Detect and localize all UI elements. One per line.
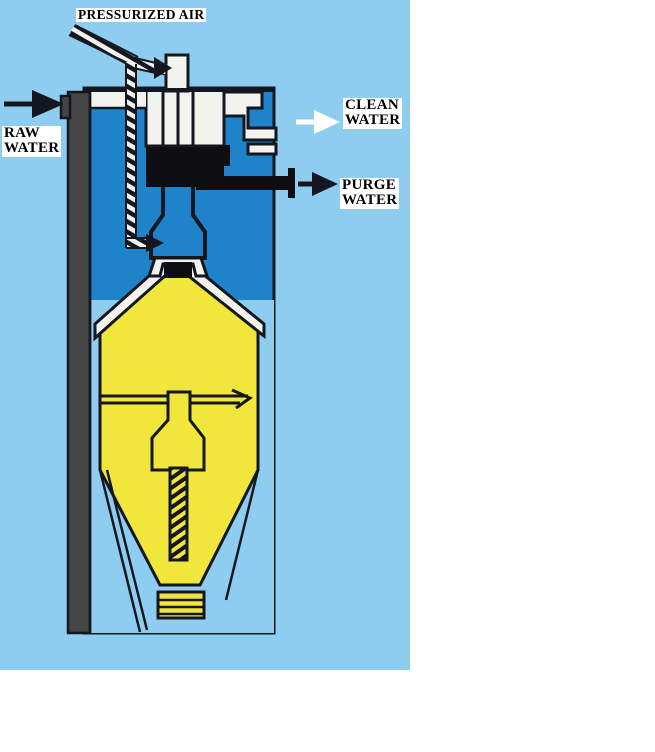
pressurized-air-pipe: [68, 24, 172, 252]
clean-water-weir: [222, 90, 278, 156]
label-pressurized-air: PRESSURIZED AIR: [76, 7, 207, 22]
label-clean-water: CLEAN WATER: [343, 97, 403, 129]
filter-schematic: [4, 24, 340, 635]
purge-water-arrow: [298, 172, 338, 196]
raw-water-inlet-column: [59, 90, 92, 635]
label-raw-water: RAW WATER: [2, 125, 62, 157]
sand-washer-box: [84, 53, 274, 187]
central-downcomer: [150, 390, 206, 562]
purge-water-pipe: [190, 145, 295, 198]
clean-water-arrow: [296, 110, 340, 134]
raw-water-arrow: [4, 90, 64, 118]
air-arrow-head-bottom: [146, 234, 164, 252]
air-arrow-head-top: [154, 57, 172, 79]
illustration-background: PRESSURIZED AIR RAW WATER CLEAN WATER PU…: [0, 0, 410, 670]
label-purge-water: PURGE WATER: [340, 177, 400, 209]
airlift-funnel: [146, 183, 210, 278]
bottom-screen: [156, 590, 206, 620]
hopper-guide-lines: [98, 469, 260, 633]
